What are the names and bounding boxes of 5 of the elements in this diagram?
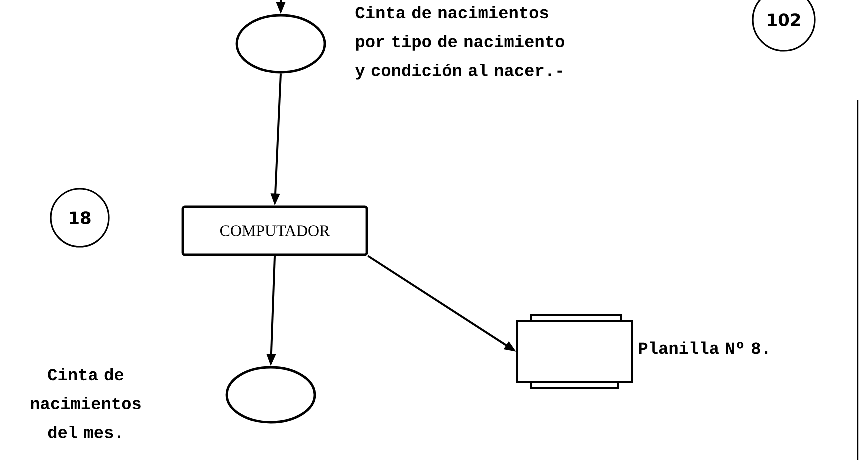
caption-text: Cinta de nacimientos del mes. (31, 368, 141, 438)
process-box: COMPUTADOR (182, 206, 368, 256)
tape-oval (226, 366, 316, 424)
node-caption: Cinta de nacimientos por tipo de nacimiento y condición al nacer.- (356, 6, 564, 80)
node-caption: Planilla Nº 8. (639, 342, 768, 354)
